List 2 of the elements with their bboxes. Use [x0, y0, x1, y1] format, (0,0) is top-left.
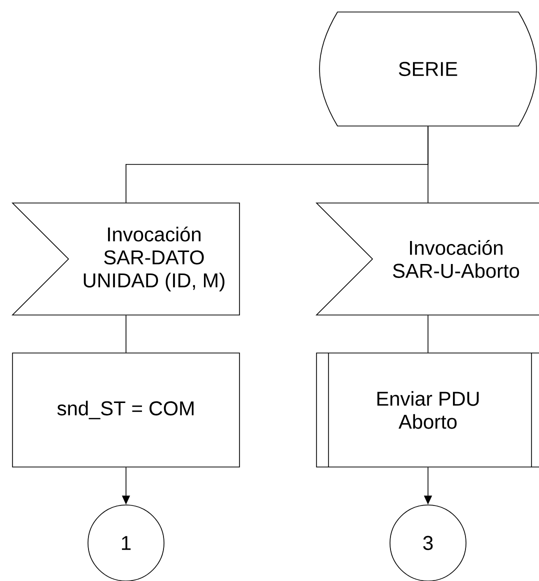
procedure-box: Enviar PDU Aborto [316, 352, 539, 468]
task-box: snd_ST = COM [12, 352, 240, 468]
